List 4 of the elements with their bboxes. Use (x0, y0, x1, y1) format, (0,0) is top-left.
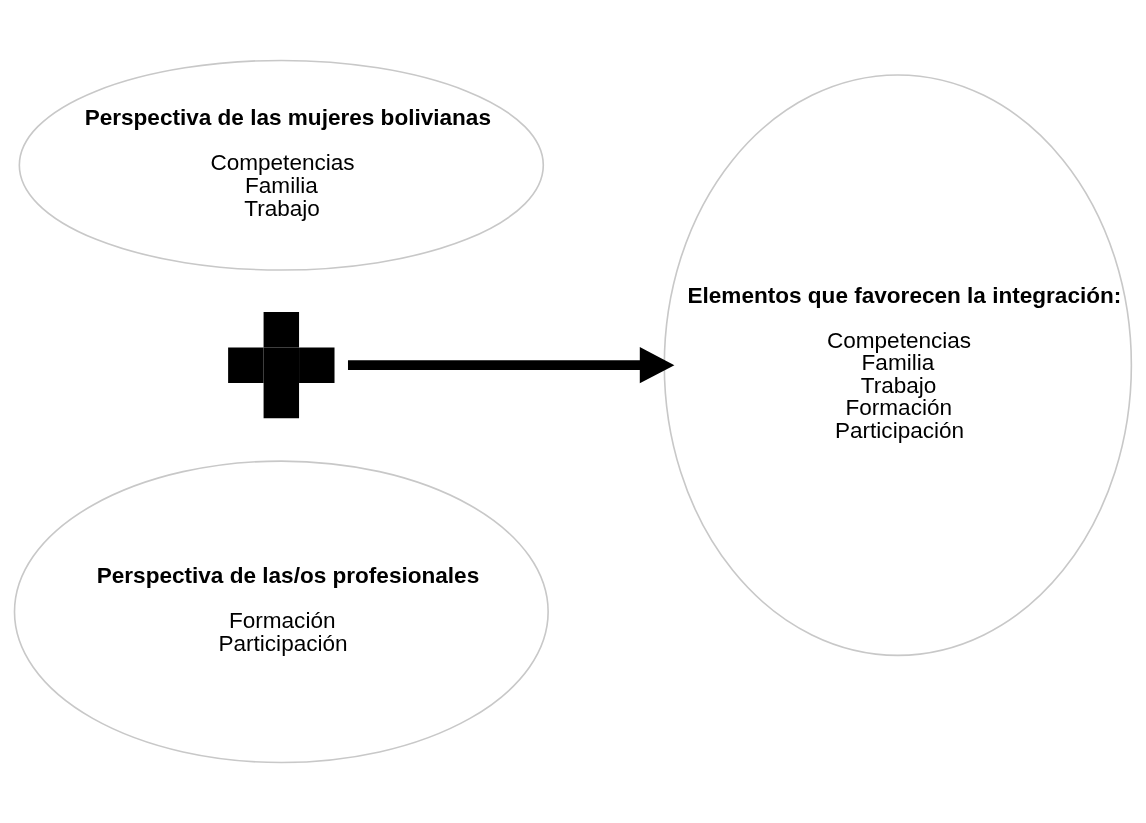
node-ellipse: Perspectiva de las/os profesionales Formación Participación (13, 460, 549, 764)
node-ellipse: Perspectiva de las mujeres bolivianas Competencias Familia Trabajo (18, 59, 545, 271)
arrow (348, 347, 675, 384)
node-ellipse: Elementos que favorecen la integración: Competencias Familia Trabajo Formación Participación (663, 74, 1133, 657)
